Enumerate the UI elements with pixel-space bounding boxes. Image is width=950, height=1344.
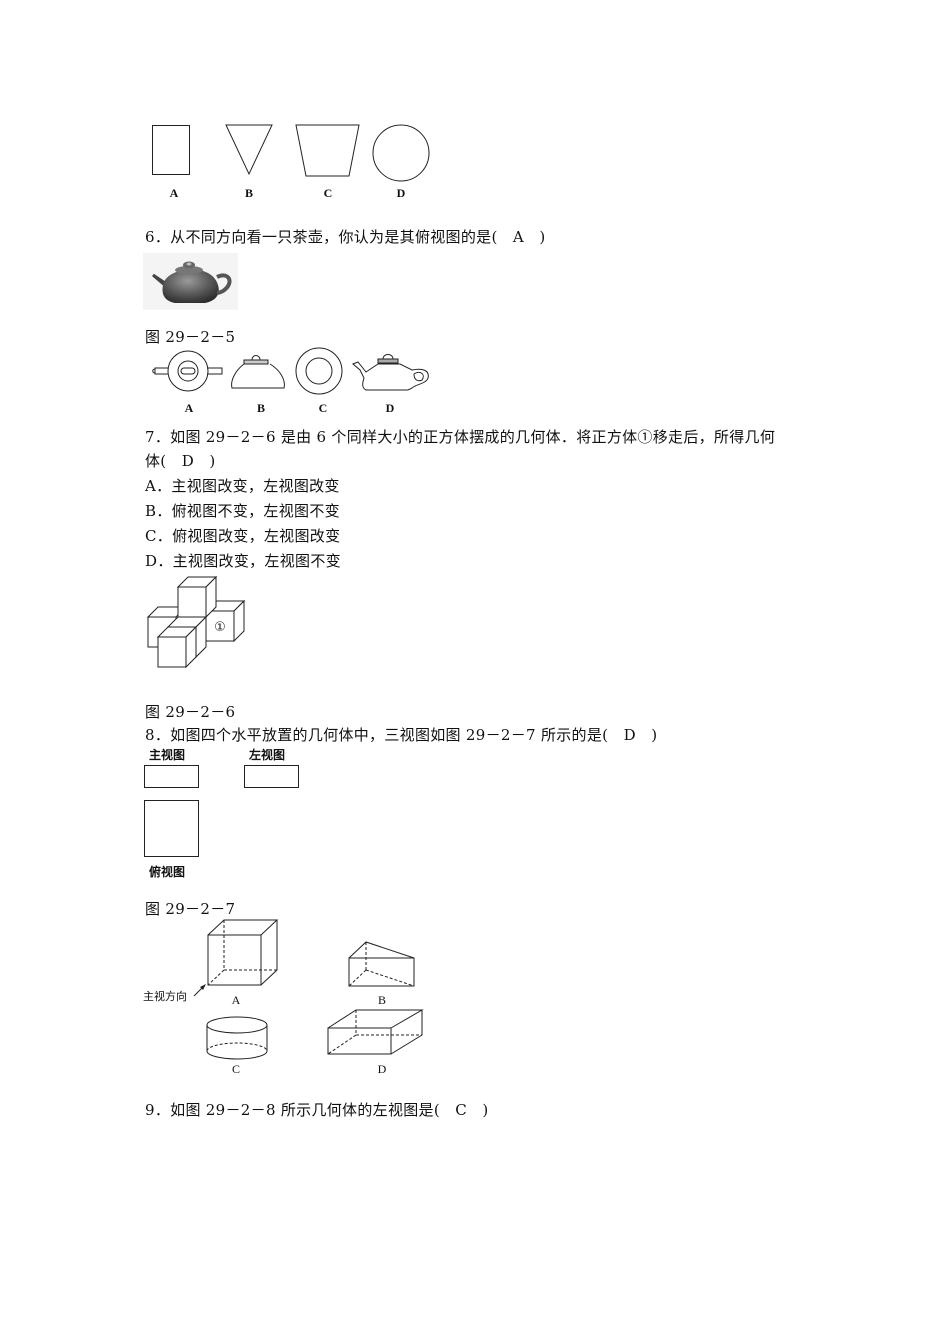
cube-one-marker: ① [214,620,226,635]
figure-caption-29-2-6: 图 29－2－6 [145,703,236,721]
left-view-rectangle [244,765,299,788]
view-direction-label: 主视方向 [143,990,187,1003]
q8-option-a-cube [207,919,279,986]
q7-question-line1: 7．如图 29－2－6 是由 6 个同样大小的正方体摆成的几何体．将正方体①移走… [145,428,776,446]
teapot-photo [143,253,238,310]
teapot-icon [152,261,232,303]
q6-option-a-label: A [184,401,194,415]
q6-question-text: 6．从不同方向看一只茶壶，你认为是其俯视图的是( A ) [145,228,546,246]
q8-question-text: 8．如图四个水平放置的几何体中，三视图如图 29－2－7 所示的是( D ) [145,726,658,744]
q7-choice-c: C．俯视图改变，左视图改变 [145,527,341,545]
q5-option-d-label: D [396,186,406,200]
top-view-square [144,800,199,857]
q8-option-a-label: A [231,993,241,1007]
q8-option-d-cuboid [327,1009,424,1055]
q7-choice-d: D．主视图改变，左视图不变 [145,552,341,570]
figure-caption-29-2-7: 图 29－2－7 [145,900,236,918]
q8-option-c-label: C [231,1062,240,1076]
figure-caption-29-2-5: 图 29－2－5 [145,328,236,346]
q8-option-b-prism [348,941,415,987]
view-direction-arrow-icon [193,984,206,997]
q5-option-b-label: B [244,186,253,200]
q6-option-b-label: B [256,401,265,415]
six-cubes-figure: ① [146,575,246,669]
teapot-front-view-icon [231,355,285,389]
q7-choice-b: B．俯视图不变，左视图不变 [145,502,340,520]
q5-option-c-label: C [323,186,333,200]
q8-option-b-label: B [377,993,386,1007]
q5-option-b-triangle [225,124,273,176]
q9-question-text: 9．如图 29－2－8 所示几何体的左视图是( C ) [145,1101,489,1119]
q5-option-a-label: A [169,186,179,200]
q6-option-d-label: D [385,401,395,415]
q5-option-d-circle [372,124,430,182]
q7-choice-a: A．主视图改变，左视图改变 [145,477,340,495]
top-view-label: 俯视图 [149,865,186,879]
q5-option-a-rectangle [152,125,190,175]
q5-option-c-trapezoid [295,124,360,177]
front-view-rectangle [144,765,199,788]
teapot-top-view-icon [152,350,223,392]
q8-option-d-label: D [377,1062,387,1076]
left-view-label: 左视图 [249,748,286,762]
q6-option-c-label: C [318,401,328,415]
teapot-bottom-view-icon [295,347,343,395]
q7-question-line2: 体( D ) [145,452,216,470]
q8-option-c-cylinder [206,1016,268,1060]
teapot-side-view-icon [352,354,429,391]
front-view-label: 主视图 [149,748,186,762]
